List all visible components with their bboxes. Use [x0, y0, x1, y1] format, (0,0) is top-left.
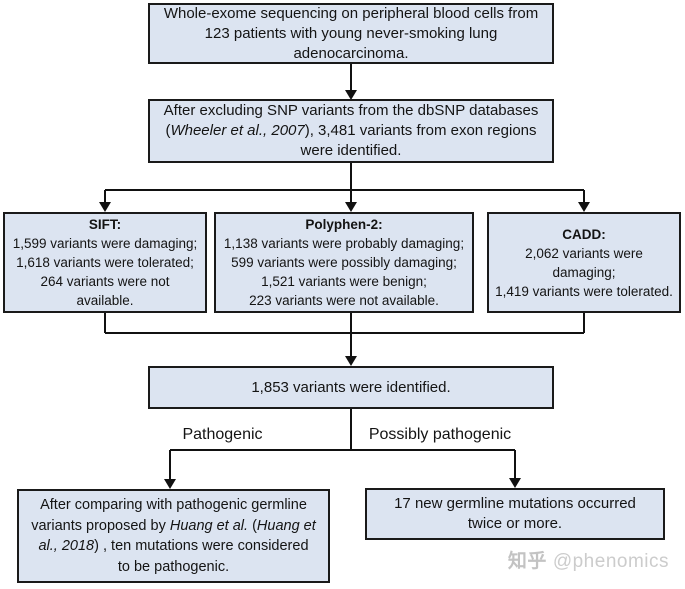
arrowhead-to-sift [99, 202, 111, 212]
cadd-line: 2,062 variants were [525, 245, 643, 261]
cadd-line: 1,419 variants were tolerated. [495, 283, 673, 299]
polyphen-line: 1,138 variants were probably damaging; [223, 236, 465, 251]
box-sift-content: SIFT: 1,599 variants were damaging; 1,61… [13, 215, 198, 310]
box-identified-text: 1,853 variants were identified. [251, 379, 451, 396]
box-snp-exclusion: After excluding SNP variants from the db… [148, 99, 554, 163]
pathogenic-text-2: ( [248, 517, 257, 534]
box-pathogenic-result: After comparing with pathogenic germline… [17, 489, 330, 583]
polyphen-line: 599 variants were possibly damaging; [231, 255, 457, 270]
box-snp-exclusion-text: After excluding SNP variants from the db… [155, 101, 547, 161]
box-polyphen-content: Polyphen-2: 1,138 variants were probably… [224, 215, 464, 310]
sift-line: 264 variants were not [40, 274, 170, 289]
sift-title: SIFT: [88, 217, 122, 232]
box-sequencing: Whole-exome sequencing on peripheral blo… [148, 3, 554, 64]
watermark-handle: @phenomics [552, 551, 669, 572]
arrowhead-to-pathogenic [164, 479, 176, 489]
sift-line: 1,618 variants were tolerated; [16, 255, 194, 270]
pathogenic-citation-1: Huang et al. [169, 517, 249, 534]
polyphen-line: 1,521 variants were benign; [261, 274, 427, 289]
arrowhead-to-polyphen [345, 202, 357, 212]
box-pathogenic-result-text: After comparing with pathogenic germline… [31, 495, 316, 577]
snp-text-before: After excluding SNP variants from the db… [163, 102, 539, 139]
box-polyphen: Polyphen-2: 1,138 variants were probably… [214, 212, 474, 313]
arrowhead-to-identified [345, 356, 357, 366]
zhihu-logo-text: 知乎 [507, 551, 547, 572]
box-possibly-pathogenic-result: 17 new germline mutations occurred twice… [365, 488, 665, 540]
snp-citation: Wheeler et al., 2007 [170, 122, 305, 139]
cadd-title: CADD: [562, 226, 606, 242]
box-sequencing-text: Whole-exome sequencing on peripheral blo… [163, 4, 539, 62]
branch-label-possibly-pathogenic: Possibly pathogenic [368, 426, 512, 443]
branch-label-pathogenic: Pathogenic [182, 426, 263, 443]
box-cadd-content: CADD: 2,062 variants were damaging; 1,41… [495, 225, 673, 301]
sift-line: 1,599 variants were damaging; [12, 236, 198, 251]
arrowhead-to-cadd [578, 202, 590, 212]
cadd-line: damaging; [552, 264, 616, 280]
pathogenic-text-1: After comparing with pathogenic germline… [31, 497, 307, 534]
zhihu-watermark: 知乎@phenomics [508, 546, 669, 573]
sift-line: available. [76, 293, 134, 308]
pathogenic-citation-2: Huang et al., 2018 [38, 517, 316, 555]
pathogenic-text-3: ) , ten mutations were considered to be … [94, 538, 309, 575]
polyphen-title: Polyphen-2: [305, 217, 383, 232]
box-cadd: CADD: 2,062 variants were damaging; 1,41… [487, 212, 681, 313]
box-sift: SIFT: 1,599 variants were damaging; 1,61… [3, 212, 207, 313]
snp-text-after: ), 3,481 variants from exon regions were… [300, 122, 537, 159]
box-possibly-pathogenic-text: 17 new germline mutations occurred twice… [394, 495, 636, 532]
polyphen-line: 223 variants were not available. [249, 293, 439, 308]
arrowhead-to-snp [345, 90, 357, 100]
arrowhead-to-possibly [509, 478, 521, 488]
box-identified: 1,853 variants were identified. [148, 366, 554, 409]
